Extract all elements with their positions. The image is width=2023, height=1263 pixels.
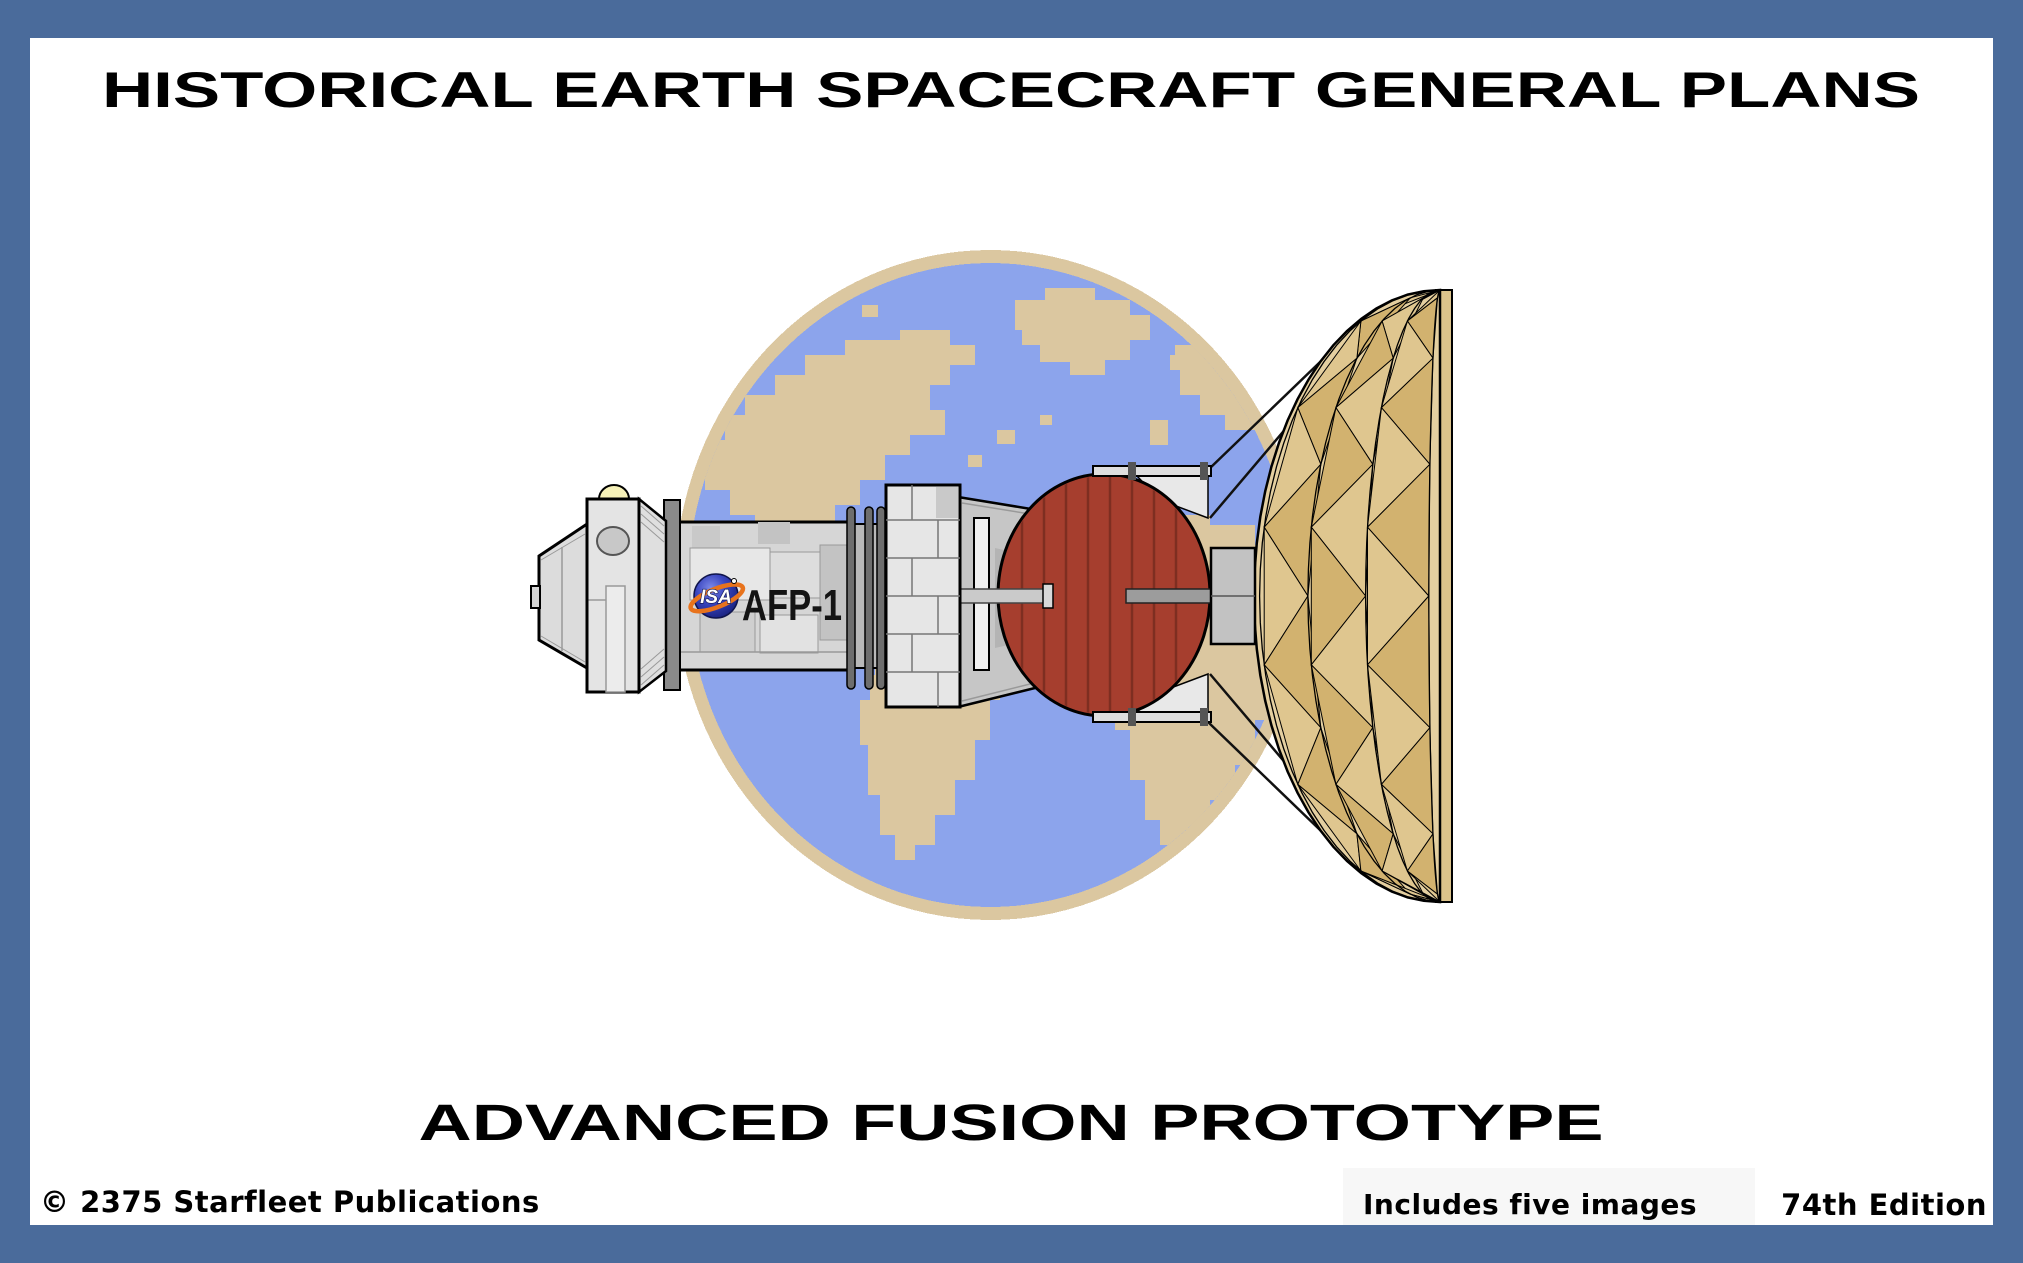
nose-cone [530,521,589,671]
designation-label: AFP-1 [742,581,842,630]
service-adapter [637,496,681,695]
footer-note: Includes five images [1363,1188,1698,1221]
page-title: HISTORICAL EARTH SPACECRAFT GENERAL PLAN… [102,62,1920,118]
isa-logo: ISA [688,573,746,619]
fusion-dish [1252,288,1453,904]
docking-probe [530,585,541,609]
dish-adapter [1209,546,1257,646]
tank-cradle [949,462,1217,726]
footer-edition: 74th Edition [1781,1188,1987,1222]
hoop-rings [846,506,887,690]
isa-logo-text: ISA [700,587,732,608]
equipment-module [884,483,962,709]
page-subtitle: ADVANCED FUSION PROTOTYPE [419,1094,1604,1151]
footer-note-box [1343,1168,1755,1225]
crew-capsule [585,484,641,694]
footer-copyright: © 2375 Starfleet Publications [40,1185,540,1219]
capsule-window [596,526,630,556]
